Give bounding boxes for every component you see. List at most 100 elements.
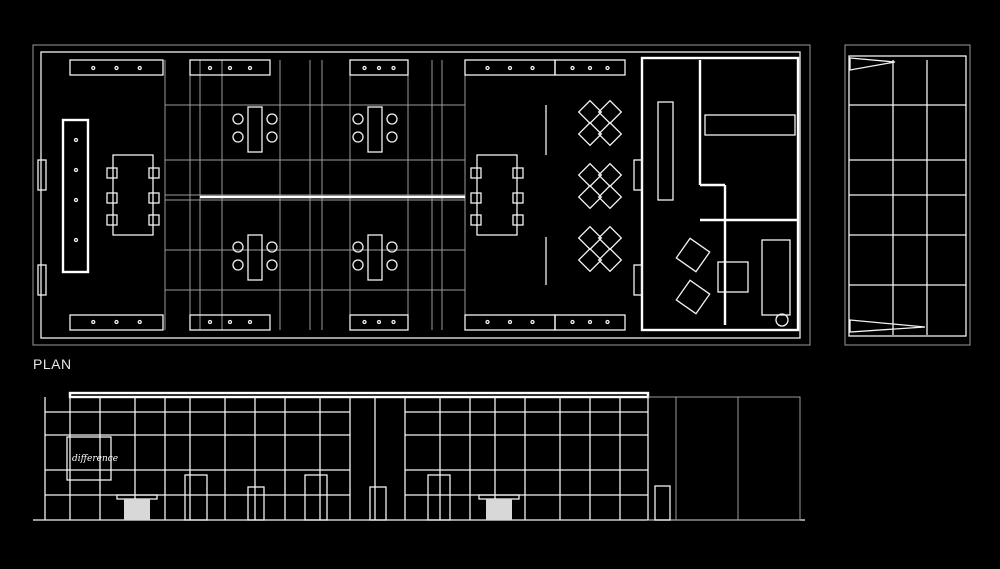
chair <box>577 247 603 273</box>
fixture <box>114 319 119 325</box>
door-panel <box>427 474 451 521</box>
floor-plan <box>32 44 811 346</box>
chair <box>386 259 398 271</box>
chair <box>386 241 398 253</box>
meeting-table <box>476 154 518 236</box>
fixture <box>73 137 79 143</box>
fixture <box>391 319 396 325</box>
chair <box>386 131 398 143</box>
fixture <box>114 65 119 71</box>
triangle-mark <box>849 57 896 71</box>
desk <box>247 234 263 281</box>
chair <box>597 184 623 210</box>
fixture <box>570 319 575 325</box>
chair <box>106 192 118 204</box>
fixture <box>530 319 535 325</box>
fixture <box>605 65 610 71</box>
desk <box>247 106 263 153</box>
fixture <box>73 237 79 243</box>
chair <box>232 241 244 253</box>
chair <box>512 167 524 179</box>
side-elevation <box>844 44 971 346</box>
door-panel <box>304 474 328 521</box>
chair <box>148 167 160 179</box>
counter <box>464 59 556 76</box>
armchair <box>675 279 711 315</box>
window <box>37 159 47 191</box>
chair <box>512 214 524 226</box>
counter <box>69 314 164 331</box>
fixture <box>227 65 233 71</box>
counter-top <box>478 494 520 500</box>
fixture <box>376 319 382 325</box>
fixture <box>91 319 96 325</box>
chair <box>266 259 278 271</box>
door-panel <box>247 486 265 521</box>
counter <box>189 59 271 76</box>
chair <box>232 259 244 271</box>
meeting-table <box>112 154 154 236</box>
fixture <box>570 65 575 71</box>
chair <box>352 259 364 271</box>
fixture <box>247 319 253 325</box>
window <box>37 264 47 296</box>
window <box>633 264 643 296</box>
logo-sign: difference <box>66 436 118 481</box>
chair <box>597 225 623 251</box>
chair <box>266 113 278 125</box>
counter-top <box>116 494 158 500</box>
door-panel <box>184 474 208 521</box>
chair <box>577 99 603 125</box>
fixture <box>362 319 367 325</box>
counter <box>554 59 626 76</box>
fixture <box>507 319 513 325</box>
chair <box>386 113 398 125</box>
fixture <box>391 65 396 71</box>
chair <box>597 247 623 273</box>
display-wall <box>61 118 90 274</box>
chair <box>577 162 603 188</box>
door-panel <box>369 486 387 521</box>
desk <box>367 106 383 153</box>
fixture <box>207 65 213 71</box>
cabinet <box>657 101 674 201</box>
chair <box>232 131 244 143</box>
fixture <box>73 167 79 173</box>
counter <box>349 314 409 331</box>
fixture <box>137 65 142 71</box>
window <box>633 159 643 191</box>
chair <box>597 99 623 125</box>
fixture <box>362 65 367 71</box>
chair <box>148 214 160 226</box>
fixture <box>507 65 513 71</box>
chair <box>352 241 364 253</box>
chair <box>106 167 118 179</box>
fixture <box>227 319 233 325</box>
sofa <box>761 239 791 316</box>
fixture <box>137 319 142 325</box>
logo-text: difference <box>72 454 118 464</box>
fixture <box>605 319 610 325</box>
fixture <box>485 319 490 325</box>
plan-label: PLAN <box>33 356 72 372</box>
chair <box>577 121 603 147</box>
chair <box>352 113 364 125</box>
fixture <box>587 319 593 325</box>
front-elevation: difference <box>33 391 805 521</box>
chair <box>266 131 278 143</box>
fixture <box>207 319 213 325</box>
fixture <box>247 65 253 71</box>
triangle-mark <box>849 319 926 333</box>
chair <box>148 192 160 204</box>
fixture <box>530 65 535 71</box>
counter <box>464 314 556 331</box>
fixture <box>73 197 79 203</box>
chair <box>470 192 482 204</box>
chair <box>577 225 603 251</box>
chair <box>106 214 118 226</box>
chair <box>470 167 482 179</box>
counter <box>349 59 409 76</box>
fixture <box>376 65 382 71</box>
counter <box>554 314 626 331</box>
